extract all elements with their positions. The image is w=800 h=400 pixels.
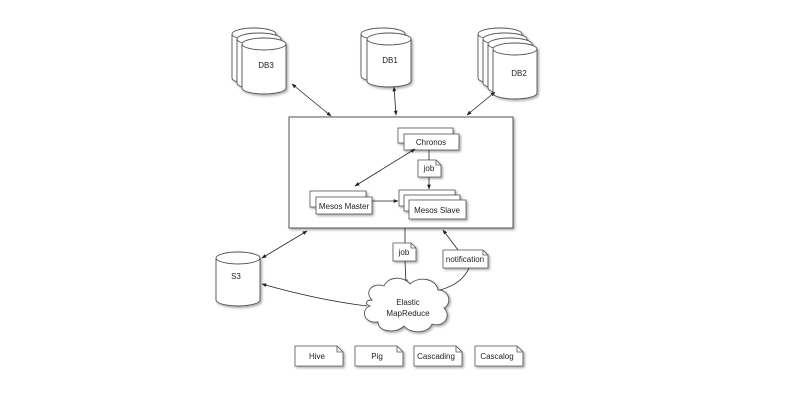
notification-label: notification <box>446 255 484 264</box>
arrow-emr-notification <box>439 267 470 291</box>
job-note-external: job <box>392 242 417 262</box>
mesos-slave-label: Mesos Slave <box>414 206 460 215</box>
cylinder-layer <box>492 42 538 100</box>
tool-label: Hive <box>309 352 326 361</box>
tool-label: Pig <box>371 352 383 361</box>
tool-label: Cascalog <box>480 352 513 361</box>
tool-note-pig[interactable]: Pig <box>354 345 404 367</box>
db1-label: DB1 <box>382 56 398 65</box>
arrow-notification-cluster <box>442 229 459 251</box>
chronos-label: Chronos <box>416 138 446 147</box>
tool-label: Cascading <box>417 352 455 361</box>
db3-database <box>231 27 287 95</box>
arrow-chronos-mesos-master <box>354 148 416 187</box>
db2-database <box>477 27 538 100</box>
notification-note: notification <box>442 249 489 269</box>
arrow-db2-cluster <box>466 91 496 116</box>
cylinder-layer <box>241 37 287 95</box>
cylinder-layer <box>366 32 412 88</box>
arrow-db3-cluster <box>291 83 332 117</box>
tool-note-cascading[interactable]: Cascading <box>413 345 463 367</box>
tools-list: Hive Pig Cascading Cascalog <box>294 345 524 367</box>
db2-label: DB2 <box>511 69 527 78</box>
arrow-db1-cluster <box>392 86 398 116</box>
job-note-internal: job <box>417 159 442 178</box>
s3-storage <box>215 251 261 307</box>
mesos-slave-node[interactable]: Mesos Slave <box>398 189 467 220</box>
tool-note-hive[interactable]: Hive <box>294 345 344 367</box>
chronos-node[interactable]: Chronos <box>397 127 460 151</box>
job-note-internal-label: job <box>423 164 435 173</box>
tool-note-cascalog[interactable]: Cascalog <box>474 345 524 367</box>
job-note-external-label: job <box>398 248 410 257</box>
arrow-emr-s3 <box>261 283 368 307</box>
emr-label-line2: MapReduce <box>386 309 430 318</box>
elastic-mapreduce-cloud[interactable]: Elastic MapReduce <box>364 277 450 333</box>
arrow-s3-cluster <box>261 230 308 259</box>
db1-database <box>360 27 412 88</box>
mesos-master-node[interactable]: Mesos Master <box>309 190 373 215</box>
mesos-master-label: Mesos Master <box>319 202 370 211</box>
cylinder-layer <box>215 251 261 307</box>
s3-label: S3 <box>231 272 241 281</box>
emr-label-line1: Elastic <box>396 298 420 307</box>
db3-label: DB3 <box>258 61 274 70</box>
